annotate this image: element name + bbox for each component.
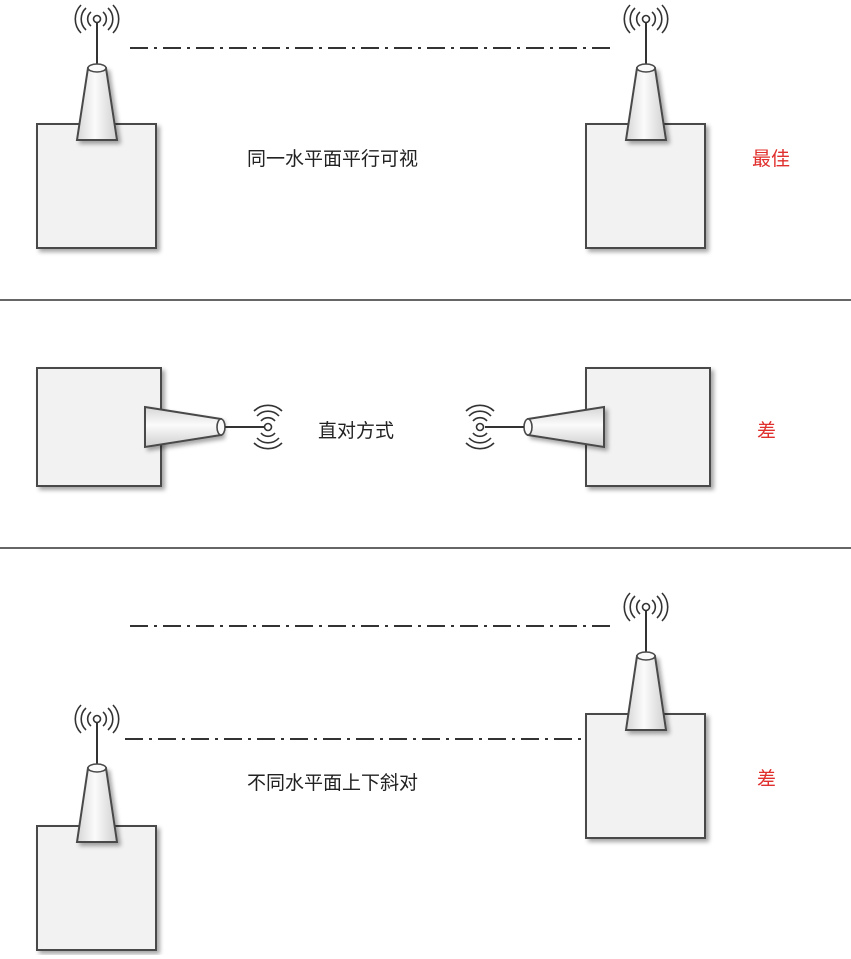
rating-direct: 差	[757, 420, 777, 442]
device-left	[36, 4, 157, 249]
wifi-signal-icon	[623, 592, 669, 622]
wifi-signal-icon	[253, 404, 283, 450]
device-box-icon	[36, 825, 157, 951]
device-box-icon	[585, 713, 706, 839]
section-horizontal-parallel	[36, 4, 706, 249]
antenna-cone-icon	[144, 405, 222, 449]
section-direct	[36, 367, 711, 487]
wifi-signal-icon	[74, 4, 120, 34]
device-right	[585, 592, 706, 839]
device-right	[465, 367, 711, 487]
antenna-cone-icon	[624, 655, 668, 731]
section-label-horizontal-parallel: 同一水平面平行可视	[247, 148, 419, 170]
antenna-cone-icon	[624, 67, 668, 141]
antenna-cone-icon	[75, 67, 119, 141]
antenna-cone-icon	[527, 405, 605, 449]
device-box-icon	[36, 367, 162, 487]
device-left	[36, 704, 157, 951]
section-label-direct: 直对方式	[318, 420, 395, 442]
device-right	[585, 4, 706, 249]
rating-diagonal: 差	[757, 768, 777, 790]
wifi-signal-icon	[465, 404, 495, 450]
antenna-cone-icon	[75, 767, 119, 843]
section-diagonal	[36, 592, 706, 951]
device-box-icon	[585, 123, 706, 249]
wifi-signal-icon	[623, 4, 669, 34]
device-box-icon	[585, 367, 711, 487]
wifi-signal-icon	[74, 704, 120, 734]
device-box-icon	[36, 123, 157, 249]
device-left	[36, 367, 283, 487]
rating-horizontal-parallel: 最佳	[752, 148, 791, 170]
section-label-diagonal: 不同水平面上下斜对	[247, 772, 419, 794]
